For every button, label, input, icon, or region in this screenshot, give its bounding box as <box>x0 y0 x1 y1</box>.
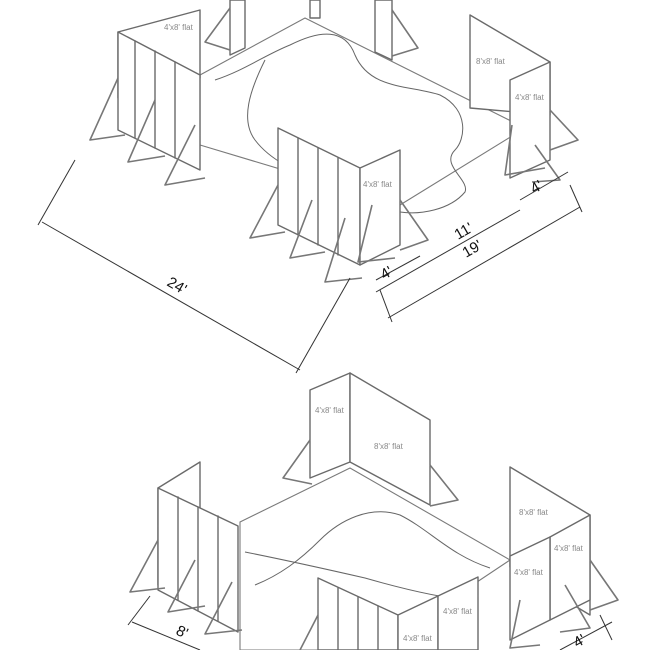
bottom-right-small-flat-a-label: 4'x8' flat <box>554 544 584 553</box>
top-right-big-flat-label: 8'x8' flat <box>476 57 506 66</box>
top-back-brace-left <box>204 7 231 51</box>
top-left-brace-2 <box>127 99 166 163</box>
top-front-center-flat-label: 4'x8' flat <box>363 180 393 189</box>
bottom-left-brace-1 <box>129 539 166 593</box>
top-front-brace-5 <box>399 199 429 251</box>
top-left-flat-front <box>117 31 201 171</box>
top-back-pillar-right <box>374 0 393 61</box>
top-left-brace-1 <box>89 77 126 141</box>
bottom-back-brace-left <box>282 439 313 485</box>
top-front-brace-4 <box>357 204 396 263</box>
top-right-small-flat <box>509 61 551 179</box>
bottom-back-big-flat-label: 8'x8' flat <box>374 442 404 451</box>
top-right-brace-1 <box>504 124 546 176</box>
bottom-left-brace-2 <box>167 559 206 613</box>
top-right-small-flat-label: 4'x8' flat <box>515 93 545 102</box>
top-back-pillar-mid <box>309 0 321 19</box>
top-left-brace-3 <box>164 124 206 186</box>
top-back-brace-right <box>391 9 419 57</box>
bottom-front-brace-1 <box>299 614 319 650</box>
top-plan: 4'x8' flat 8'x8' flat 4'x8' flat 4'x8' f… <box>37 0 583 374</box>
bottom-right-brace-3 <box>509 599 541 649</box>
bottom-floor-path <box>244 511 491 601</box>
bottom-right-small-flat-b-label: 4'x8' flat <box>514 568 544 577</box>
bottom-front-flat-b <box>437 576 479 650</box>
bottom-plan: 4'x8' flat 8'x8' flat 8'x8' flat 4'x8' f… <box>127 372 619 650</box>
bottom-right-big-flat-label: 8'x8' flat <box>519 508 549 517</box>
top-back-left-flat-label: 4'x8' flat <box>164 23 194 32</box>
bottom-front-flat-b-label: 4'x8' flat <box>443 607 473 616</box>
top-front-brace-1 <box>249 184 286 239</box>
bottom-front-flat-a-label: 4'x8' flat <box>403 634 433 643</box>
bottom-right-small-flat-b <box>509 536 551 641</box>
top-front-flat-long <box>277 127 361 266</box>
bottom-back-small-flat-label: 4'x8' flat <box>315 406 345 415</box>
bottom-back-small-flat <box>309 372 351 479</box>
bottom-dim-left-label: 8' <box>173 622 190 642</box>
top-right-brace-3 <box>531 144 561 183</box>
bottom-dim-right-label: 4' <box>571 631 589 650</box>
bottom-left-brace-3 <box>204 581 243 635</box>
top-dim-front-end-label: 4' <box>378 263 396 283</box>
bottom-right-brace-1 <box>589 559 619 611</box>
bottom-back-big-flat <box>349 372 431 506</box>
top-right-brace-2 <box>549 109 579 151</box>
top-front-flat-short <box>359 149 401 266</box>
bottom-back-brace-right <box>429 464 459 507</box>
top-front-brace-2 <box>289 199 326 259</box>
bottom-front-flat-a <box>397 595 439 650</box>
bottom-right-brace-2 <box>559 584 591 633</box>
top-back-pillar-left <box>229 0 246 56</box>
